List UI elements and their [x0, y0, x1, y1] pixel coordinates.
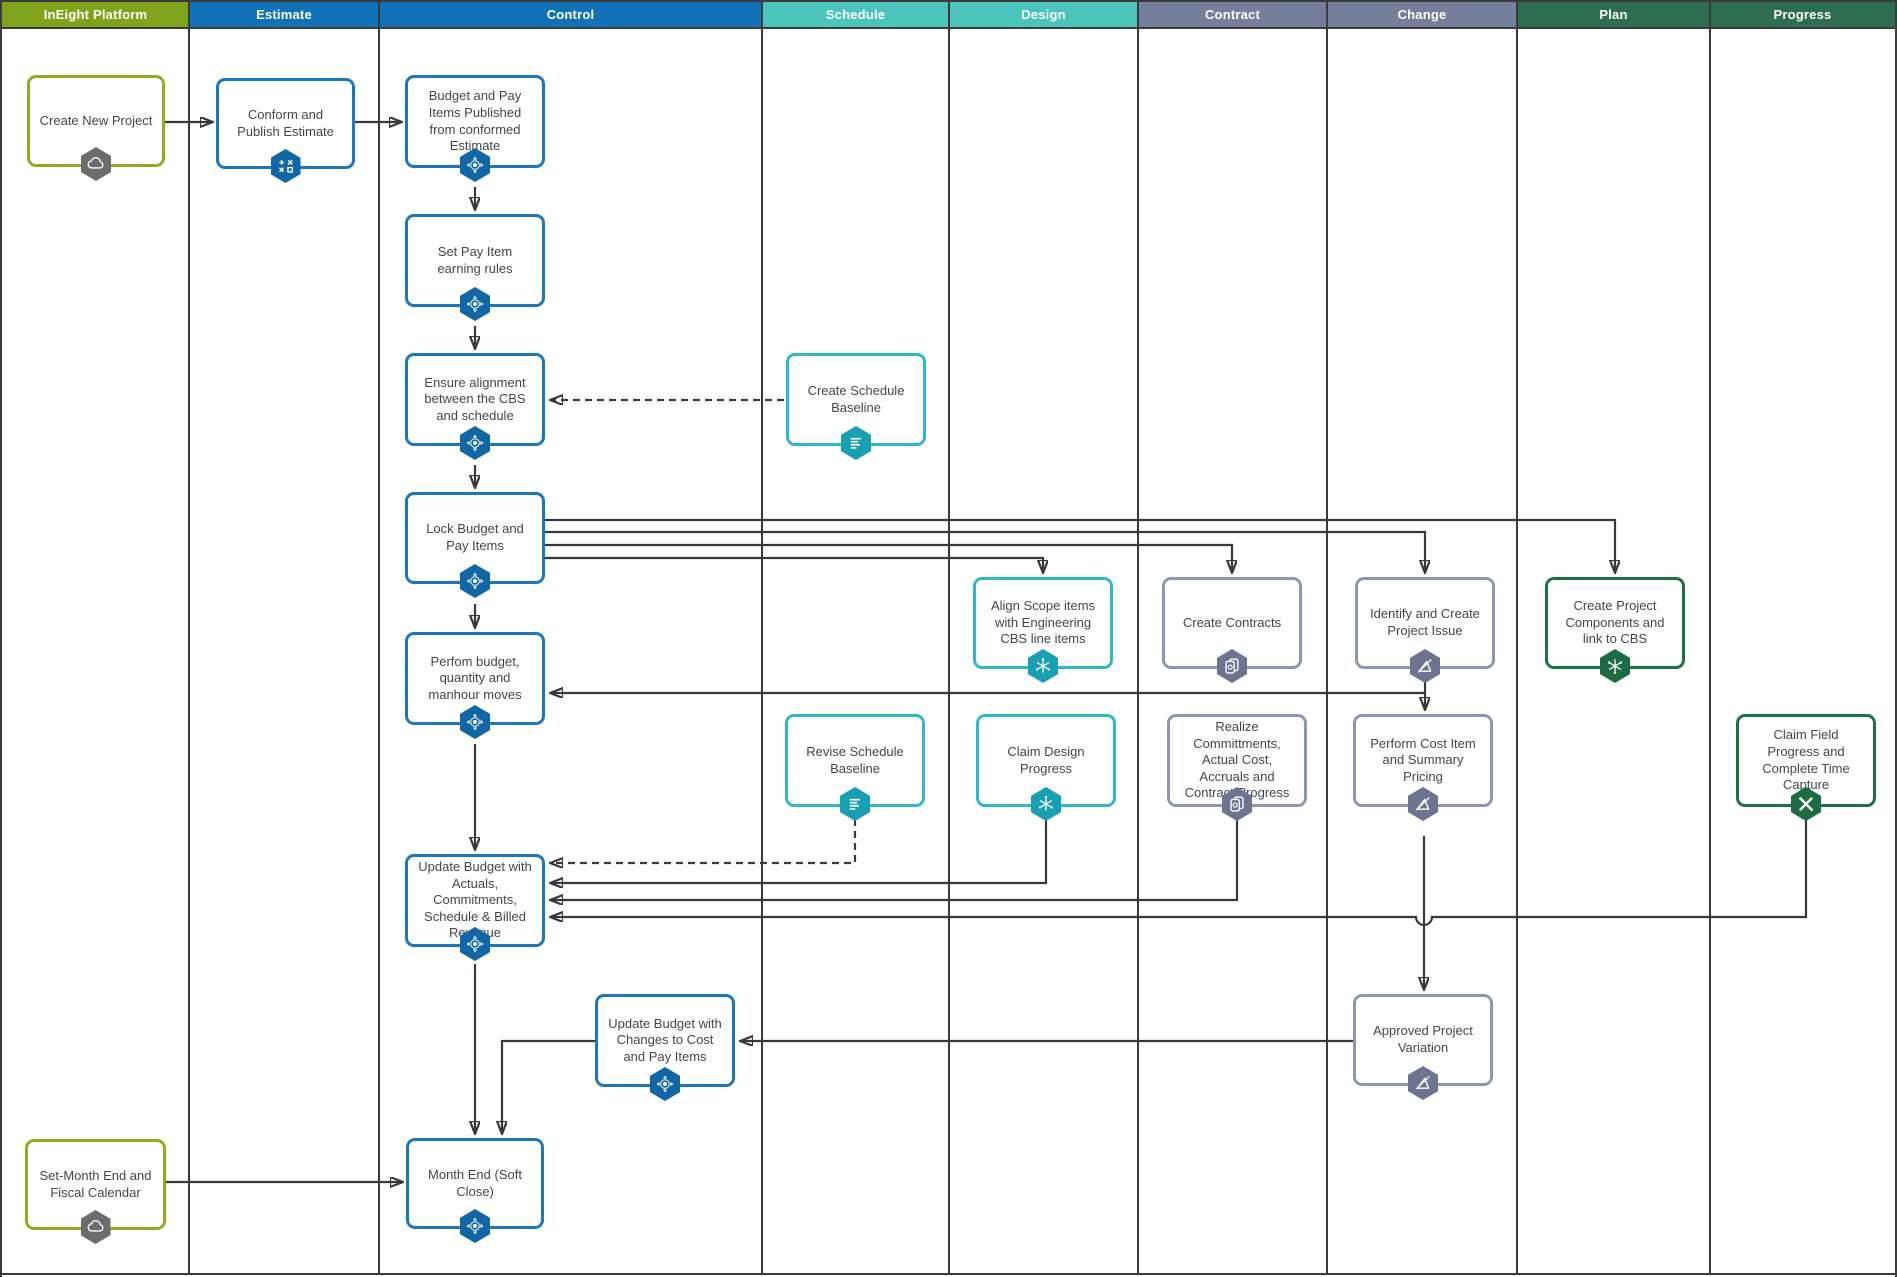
lane-label: Progress — [1773, 7, 1832, 22]
node-label: Create Project Components and link to CB… — [1565, 598, 1665, 647]
lane-separator — [1516, 2, 1518, 1275]
node-update-budget-changes: Update Budget with Changes to Cost and P… — [595, 994, 735, 1101]
node-label: Update Budget with Changes to Cost and P… — [608, 1015, 722, 1064]
lane-label: Control — [546, 7, 595, 22]
node-perform-cost-item-pricing: Perform Cost Item and Summary Pricing — [1353, 714, 1493, 821]
lane-header-design: Design — [949, 2, 1138, 27]
lane-header-schedule: Schedule — [762, 2, 949, 27]
node-create-schedule-baseline: Create Schedule Baseline — [786, 353, 926, 460]
lane-header-contract: Contract — [1138, 2, 1327, 27]
lane-label: Design — [1021, 7, 1066, 22]
node-label: Set Pay Item earning rules — [437, 243, 513, 276]
lane-label: InEight Platform — [43, 7, 148, 22]
node-set-month-end-fiscal-calendar: Set-Month End and Fiscal Calendar — [25, 1139, 166, 1244]
node-lock-budget-pay-items: Lock Budget and Pay Items — [405, 492, 545, 598]
lane-label: Estimate — [256, 7, 312, 22]
node-label: Perfom budget, quantity and manhour move… — [428, 653, 522, 702]
node-label: Budget and Pay Items Published from conf… — [428, 88, 522, 154]
lane-separator — [1326, 2, 1328, 1275]
border-right — [1895, 0, 1897, 1277]
node-realize-commitments: Realize Committments, Actual Cost, Accru… — [1167, 714, 1307, 821]
node-claim-field-progress: Claim Field Progress and Complete Time C… — [1736, 714, 1876, 821]
lane-header-estimate: Estimate — [189, 2, 379, 27]
lane-header-change: Change — [1327, 2, 1517, 27]
node-label: Create Contracts — [1182, 614, 1282, 630]
lane-header-plan: Plan — [1517, 2, 1710, 27]
node-ensure-alignment-cbs-schedule: Ensure alignment between the CBS and sch… — [405, 353, 545, 460]
lane-separator — [761, 2, 763, 1275]
node-set-pay-item-earning-rules: Set Pay Item earning rules — [405, 214, 545, 321]
node-month-end-soft-close: Month End (Soft Close) — [406, 1138, 544, 1243]
node-approved-project-variation: Approved Project Variation — [1353, 994, 1493, 1100]
node-label: Perform Cost Item and Summary Pricing — [1370, 735, 1476, 784]
node-create-new-project: Create New Project — [27, 75, 165, 181]
lane-separator — [1137, 2, 1139, 1275]
node-align-scope-items: Align Scope items with Engineering CBS l… — [973, 577, 1113, 683]
node-revise-schedule-baseline: Revise Schedule Baseline — [785, 714, 925, 821]
lane-separator — [948, 2, 950, 1275]
lane-label: Schedule — [825, 7, 886, 22]
node-label: Create Schedule Baseline — [807, 382, 905, 415]
node-budget-pay-items-published: Budget and Pay Items Published from conf… — [405, 75, 545, 182]
lane-label: Plan — [1599, 7, 1628, 22]
node-label: Claim Design Progress — [1007, 743, 1085, 776]
node-conform-publish-estimate: Conform and Publish Estimate — [216, 78, 355, 183]
border-top — [0, 0, 1897, 2]
node-label: Lock Budget and Pay Items — [426, 521, 524, 553]
node-label: Revise Schedule Baseline — [806, 743, 904, 776]
lane-header-progress: Progress — [1710, 2, 1895, 27]
node-create-contracts: Create Contracts — [1162, 577, 1302, 683]
lane-header-ineight-platform: InEight Platform — [2, 2, 189, 27]
node-identify-create-project-issue: Identify and Create Project Issue — [1355, 577, 1495, 683]
node-claim-design-progress: Claim Design Progress — [976, 714, 1116, 821]
node-label: Month End (Soft Close) — [428, 1166, 522, 1199]
node-label: Align Scope items with Engineering CBS l… — [990, 598, 1096, 647]
border-left — [0, 0, 2, 1277]
node-label: Ensure alignment between the CBS and sch… — [424, 374, 526, 423]
node-label: Identify and Create Project Issue — [1370, 606, 1480, 638]
lane-label: Contract — [1204, 7, 1261, 22]
lane-header-control: Control — [379, 2, 762, 27]
node-label: Claim Field Progress and Complete Time C… — [1762, 727, 1850, 793]
node-create-project-components: Create Project Components and link to CB… — [1545, 577, 1685, 683]
node-label: Create New Project — [39, 112, 153, 128]
node-label: Set-Month End and Fiscal Calendar — [39, 1167, 152, 1200]
node-label: Conform and Publish Estimate — [237, 106, 334, 139]
lane-separator — [1709, 2, 1711, 1275]
node-update-budget-actuals: Update Budget with Actuals, Commitments,… — [405, 854, 545, 961]
lane-separator — [378, 2, 380, 1275]
lane-separator — [188, 2, 190, 1275]
node-perform-budget-quantity-moves: Perfom budget, quantity and manhour move… — [405, 632, 545, 739]
node-label: Realize Committments, Actual Cost, Accru… — [1184, 718, 1290, 801]
node-label: Approved Project Variation — [1373, 1023, 1473, 1055]
node-label: Update Budget with Actuals, Commitments,… — [418, 858, 532, 941]
lane-label: Change — [1397, 7, 1447, 22]
